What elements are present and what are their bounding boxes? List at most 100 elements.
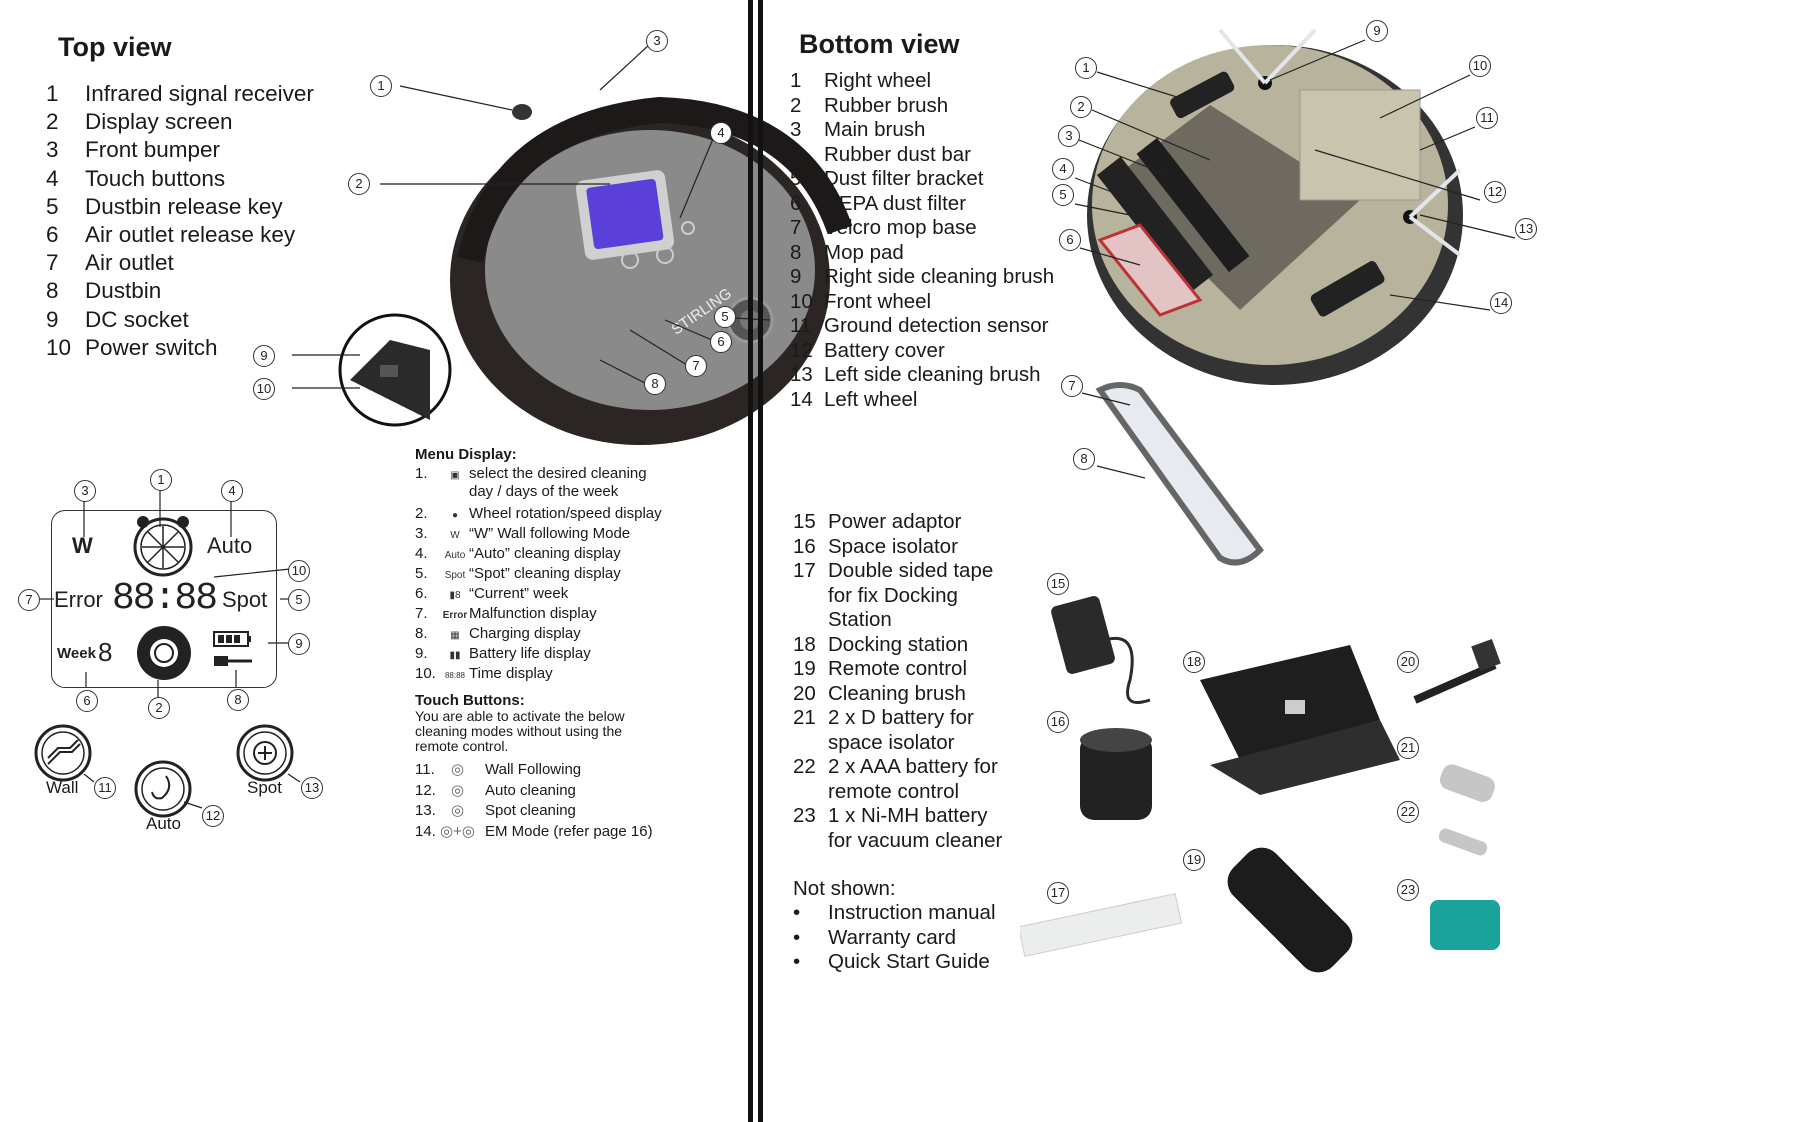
lcd-time-display: 88:88 bbox=[112, 577, 218, 620]
aaa-battery bbox=[1438, 828, 1488, 856]
callout-bottom-3: 3 bbox=[1058, 125, 1080, 147]
front-bumper bbox=[457, 96, 853, 263]
lcd-week-digit: 8 bbox=[98, 637, 113, 667]
list-item: 4.Auto“Auto” cleaning display bbox=[415, 545, 621, 562]
wall-button-label: Wall bbox=[46, 778, 79, 797]
cleaning-brush bbox=[1413, 661, 1497, 704]
callout-19: 19 bbox=[1183, 849, 1205, 871]
list-item: 2.●Wheel rotation/speed display bbox=[415, 504, 662, 524]
callout-top-4: 4 bbox=[710, 122, 732, 144]
list-item: 12.◎Auto cleaning bbox=[415, 781, 653, 802]
auto-button-label: Auto bbox=[146, 814, 181, 833]
list-item: •Warranty card bbox=[793, 925, 956, 949]
top-view-title: Top view bbox=[58, 32, 172, 62]
battery-cover bbox=[1299, 89, 1421, 201]
robot-bottom-view-illustration bbox=[1074, 28, 1516, 566]
list-item: for vacuum cleaner bbox=[828, 828, 1003, 852]
callout-15: 15 bbox=[1047, 573, 1069, 595]
callout-top-9: 9 bbox=[253, 345, 275, 367]
touch-button bbox=[681, 221, 695, 235]
callout-bottom-14: 14 bbox=[1490, 292, 1512, 314]
robot-top-cover bbox=[485, 130, 815, 410]
callout-lcd-1: 1 bbox=[150, 469, 172, 491]
callout-20: 20 bbox=[1397, 651, 1419, 673]
display-screen bbox=[586, 178, 664, 250]
list-item: Station bbox=[828, 608, 892, 631]
callout-top-2: 2 bbox=[348, 173, 370, 195]
callout-bottom-12: 12 bbox=[1484, 181, 1506, 203]
callout-top-6: 6 bbox=[710, 331, 732, 353]
bottom-view-title: Bottom view bbox=[799, 29, 960, 59]
callout-bottom-2: 2 bbox=[1070, 96, 1092, 118]
list-item: 3.W“W” Wall following Mode bbox=[415, 525, 631, 542]
double-sided-tape bbox=[1020, 893, 1182, 957]
d-battery bbox=[1439, 764, 1495, 802]
callout-bottom-4: 4 bbox=[1052, 158, 1074, 180]
page-divider bbox=[758, 0, 763, 1122]
lcd-week-label: Week bbox=[57, 645, 96, 662]
brush-compartment bbox=[1110, 105, 1360, 310]
spot-mode-icon: ◎ bbox=[451, 802, 465, 819]
list-item: •Instruction manual bbox=[793, 901, 996, 924]
callout-lcd-9: 9 bbox=[288, 633, 310, 655]
callout-13: 13 bbox=[301, 777, 323, 799]
auto-cleaning-button-icon bbox=[134, 760, 192, 818]
callout-11: 11 bbox=[94, 777, 116, 799]
callout-lcd-4: 4 bbox=[221, 480, 243, 502]
callout-bottom-5: 5 bbox=[1052, 184, 1074, 206]
list-item: day / days of the week bbox=[469, 483, 619, 500]
callout-bottom-9: 9 bbox=[1366, 20, 1388, 42]
velcro-mop-base bbox=[1095, 382, 1264, 566]
callout-bottom-10: 10 bbox=[1469, 55, 1491, 77]
callout-12: 12 bbox=[202, 805, 224, 827]
charging-icon: ▦ bbox=[450, 630, 460, 641]
callout-lcd-6: 6 bbox=[76, 690, 98, 712]
callout-23: 23 bbox=[1397, 879, 1419, 901]
wall-following-button-icon bbox=[34, 724, 92, 782]
callout-top-5: 5 bbox=[714, 306, 736, 328]
not-shown-title: Not shown: bbox=[793, 877, 896, 900]
hepa-filter bbox=[1097, 223, 1203, 317]
list-item: 6.▮8“Current” week bbox=[415, 584, 662, 604]
touch-button bbox=[621, 251, 639, 269]
callout-lcd-10: 10 bbox=[288, 560, 310, 582]
callout-lcd-3: 3 bbox=[74, 480, 96, 502]
touch-buttons-intro: You are able to activate the below clean… bbox=[415, 708, 625, 754]
list-item: space isolator bbox=[828, 730, 955, 754]
em-mode-icon: ◎+◎ bbox=[440, 822, 475, 840]
callout-bottom-6: 6 bbox=[1059, 229, 1081, 251]
list-item: 11.◎Wall Following bbox=[415, 760, 653, 781]
space-isolator bbox=[1080, 735, 1152, 820]
callout-lcd-7: 7 bbox=[18, 589, 40, 611]
touch-button bbox=[656, 246, 674, 264]
infrared-receiver bbox=[512, 104, 532, 120]
callout-22: 22 bbox=[1397, 801, 1419, 823]
wheel-rotation-icon bbox=[137, 626, 191, 680]
week-icon: ▮8 bbox=[449, 590, 461, 601]
